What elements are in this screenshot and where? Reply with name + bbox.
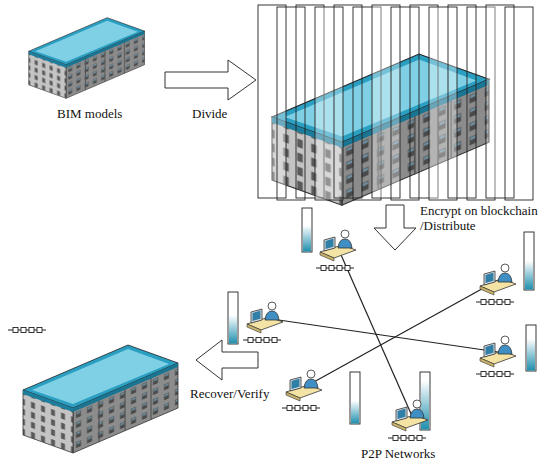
divided-building <box>258 5 533 205</box>
hollow-arrow <box>196 340 258 380</box>
p2p-links <box>265 248 498 416</box>
storage-bars <box>228 208 536 430</box>
label-text: P2P Networks <box>361 446 435 461</box>
recovered-building <box>23 345 178 453</box>
bim-building <box>29 18 145 99</box>
label-text: BIM models <box>57 106 122 121</box>
hollow-arrow <box>374 205 416 250</box>
label-text: Divide <box>192 106 227 121</box>
label-text: Recover/Verify <box>190 386 269 401</box>
label-text: Encrypt on blockchain /Distribute <box>420 203 546 233</box>
hollow-arrow <box>165 60 256 100</box>
chain-icon <box>8 328 46 333</box>
peer-computers <box>243 230 516 441</box>
